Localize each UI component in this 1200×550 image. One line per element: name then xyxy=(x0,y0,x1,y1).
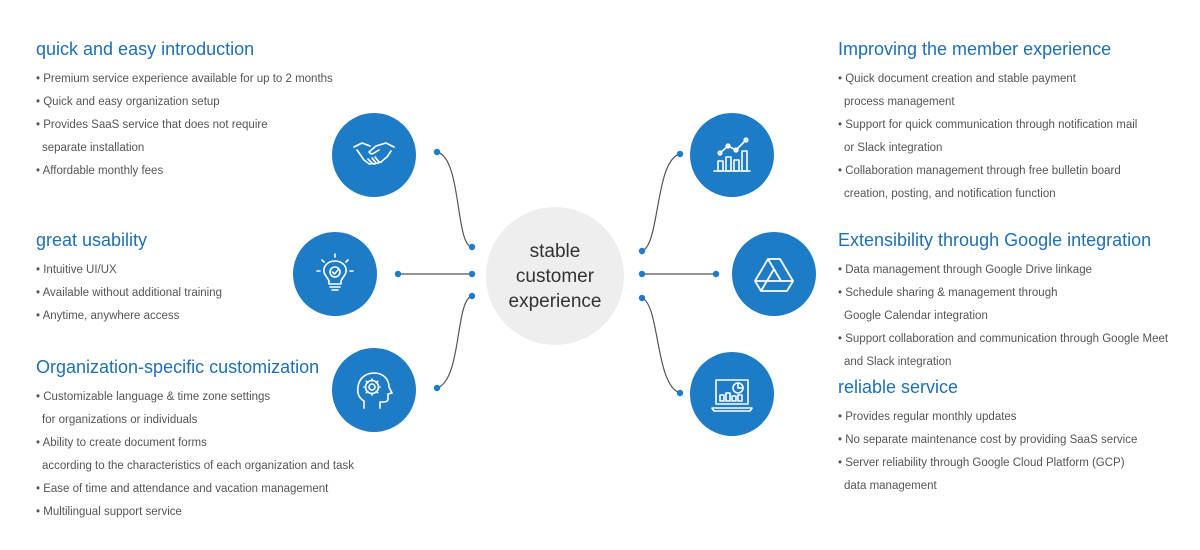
section-title: Extensibility through Google integration xyxy=(838,230,1152,250)
list-item: Collaboration management through free bu… xyxy=(838,160,1137,206)
connector-dot xyxy=(676,150,684,158)
connector-dot xyxy=(433,384,441,392)
section-customization: Organization-specific customization Cust… xyxy=(36,354,354,524)
bullet-list: Provides regular monthly updates No sepa… xyxy=(838,406,1137,498)
bullet-list: Premium service experience available for… xyxy=(36,68,333,183)
handshake-icon-circle xyxy=(332,113,416,197)
connector-dot xyxy=(468,292,476,300)
connector-bottom-left xyxy=(436,295,473,389)
section-title: Organization-specific customization xyxy=(36,357,320,377)
list-item: Quick and easy organization setup xyxy=(36,91,333,114)
connector-dot xyxy=(676,389,684,397)
connector-dot xyxy=(433,148,441,156)
bullet-list: Quick document creation and stable payme… xyxy=(838,68,1137,206)
list-item: Server reliability through Google Cloud … xyxy=(838,452,1137,498)
connector-top-left xyxy=(436,151,473,248)
bullet-list: Data management through Google Drive lin… xyxy=(838,259,1168,374)
growth-chart-icon xyxy=(713,137,751,172)
section-google-integration: Extensibility through Google integration… xyxy=(838,227,1168,374)
list-item: Intuitive UI/UX xyxy=(36,259,222,282)
connector-top-right xyxy=(641,153,681,252)
list-item: Quick document creation and stable payme… xyxy=(838,68,1137,114)
section-title: Improving the member experience xyxy=(838,39,1112,59)
section-title: great usability xyxy=(36,230,148,250)
hub-label: stable customer experience xyxy=(508,240,602,312)
list-item: Anytime, anywhere access xyxy=(36,305,222,328)
connector-dot xyxy=(638,247,646,255)
list-item: Support for quick communication through … xyxy=(838,114,1137,160)
list-item: Customizable language & time zone settin… xyxy=(36,386,354,432)
list-item: Ease of time and attendance and vacation… xyxy=(36,478,354,501)
connector-dot xyxy=(638,294,646,302)
google-drive-icon-circle xyxy=(732,232,816,316)
connector-dot xyxy=(394,270,402,278)
bullet-list: Customizable language & time zone settin… xyxy=(36,386,354,524)
connector-dot xyxy=(468,270,476,278)
section-great-usability: great usability Intuitive UI/UX Availabl… xyxy=(36,227,222,328)
list-item: Affordable monthly fees xyxy=(36,160,333,183)
list-item: Provides regular monthly updates xyxy=(838,406,1137,429)
list-item: Data management through Google Drive lin… xyxy=(838,259,1168,282)
list-item: Multilingual support service xyxy=(36,501,354,524)
section-quick-introduction: quick and easy introduction Premium serv… xyxy=(36,36,333,183)
list-item: Schedule sharing & management throughGoo… xyxy=(838,282,1168,328)
list-item: No separate maintenance cost by providin… xyxy=(838,429,1137,452)
section-reliable-service: reliable service Provides regular monthl… xyxy=(838,374,1137,498)
bullet-list: Intuitive UI/UX Available without additi… xyxy=(36,259,222,328)
lightbulb-check-icon xyxy=(316,253,354,291)
section-title: reliable service xyxy=(838,377,959,397)
center-hub: stable customer experience xyxy=(486,207,624,345)
connector-bottom-right xyxy=(641,297,681,394)
list-item: Ability to create document formsaccordin… xyxy=(36,432,354,478)
list-item: Available without additional training xyxy=(36,282,222,305)
handshake-icon xyxy=(353,142,395,165)
connector-dot xyxy=(638,270,646,278)
lightbulb-icon-circle xyxy=(293,232,377,316)
head-gear-icon-circle xyxy=(332,348,416,432)
section-member-experience: Improving the member experience Quick do… xyxy=(838,36,1137,206)
growth-chart-icon-circle xyxy=(690,113,774,197)
laptop-dashboard-icon-circle xyxy=(690,352,774,436)
list-item: Premium service experience available for… xyxy=(36,68,333,91)
laptop-dashboard-icon xyxy=(711,379,753,412)
connector-dot xyxy=(712,270,720,278)
head-gear-icon xyxy=(356,372,393,409)
list-item: Provides SaaS service that does not requ… xyxy=(36,114,333,160)
connector-dot xyxy=(468,243,476,251)
google-drive-icon xyxy=(754,258,794,292)
list-item: Support collaboration and communication … xyxy=(838,328,1168,374)
section-title: quick and easy introduction xyxy=(36,39,255,59)
